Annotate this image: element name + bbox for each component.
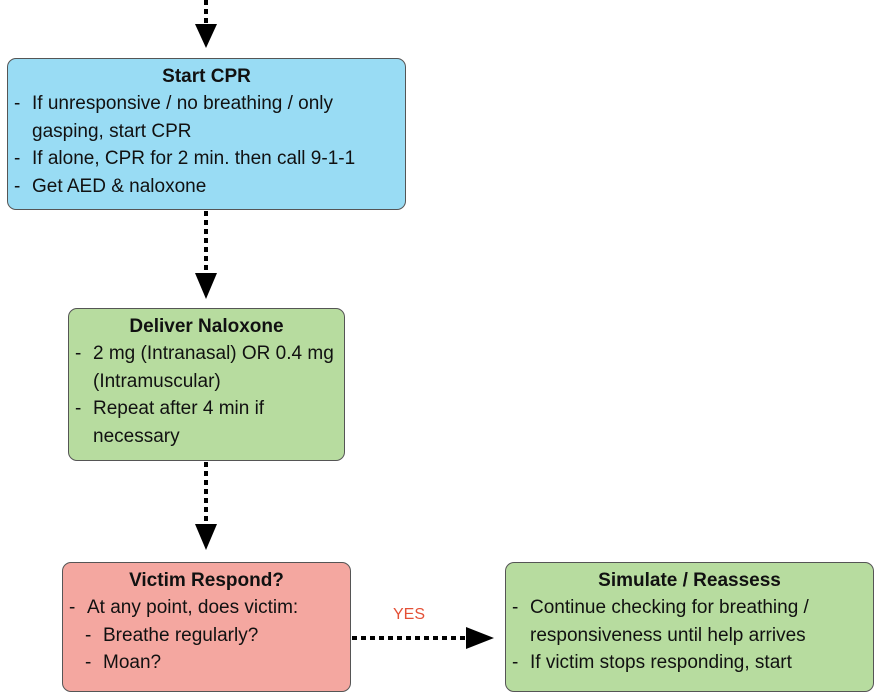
deliver-naloxone-list: - 2 mg (Intranasal) OR 0.4 mg (Intramusc… (75, 340, 338, 450)
list-item: - Breathe regularly? (85, 624, 259, 646)
victim-respond-list: - At any point, does victim: (69, 594, 344, 622)
flow-connectors (195, 0, 494, 649)
list-item: - Continue checking for breathing / resp… (512, 597, 809, 646)
list-item: - If unresponsive / no breathing / only … (14, 93, 334, 142)
deliver-naloxone-box: Deliver Naloxone - 2 mg (Intranasal) OR … (68, 308, 345, 461)
start-cpr-box: Start CPR - If unresponsive / no breathi… (7, 58, 406, 210)
deliver-naloxone-title: Deliver Naloxone (129, 316, 284, 337)
list-item: - If alone, CPR for 2 min. then call 9-1… (14, 148, 356, 169)
simulate-reassess-title: Simulate / Reassess (598, 570, 781, 591)
arrowhead-cpr-to-naloxone (195, 273, 217, 299)
list-item: - 2 mg (Intranasal) OR 0.4 mg (Intramusc… (75, 343, 334, 392)
simulate-reassess-box: Simulate / Reassess - Continue checking … (505, 562, 874, 692)
arrowhead-naloxone-to-victim (195, 524, 217, 550)
victim-respond-sublist: - Breathe regularly? - Moan? (69, 622, 344, 677)
arrowhead-victim-to-simulate (466, 627, 494, 649)
arrowhead-into-start-cpr (195, 24, 217, 48)
start-cpr-title: Start CPR (162, 66, 251, 87)
yes-label: YES (393, 606, 426, 623)
victim-respond-title: Victim Respond? (129, 570, 284, 591)
list-item: - Repeat after 4 min if necessary (75, 398, 265, 447)
list-item: - At any point, does victim: (69, 597, 299, 618)
list-item: - Get AED & naloxone (14, 175, 207, 197)
simulate-reassess-list: - Continue checking for breathing / resp… (512, 594, 867, 677)
list-item: - If victim stops responding, start (512, 652, 792, 673)
list-item: - Moan? (85, 652, 162, 673)
victim-respond-box: Victim Respond? - At any point, does vic… (62, 562, 351, 692)
start-cpr-list: - If unresponsive / no breathing / only … (14, 90, 399, 200)
